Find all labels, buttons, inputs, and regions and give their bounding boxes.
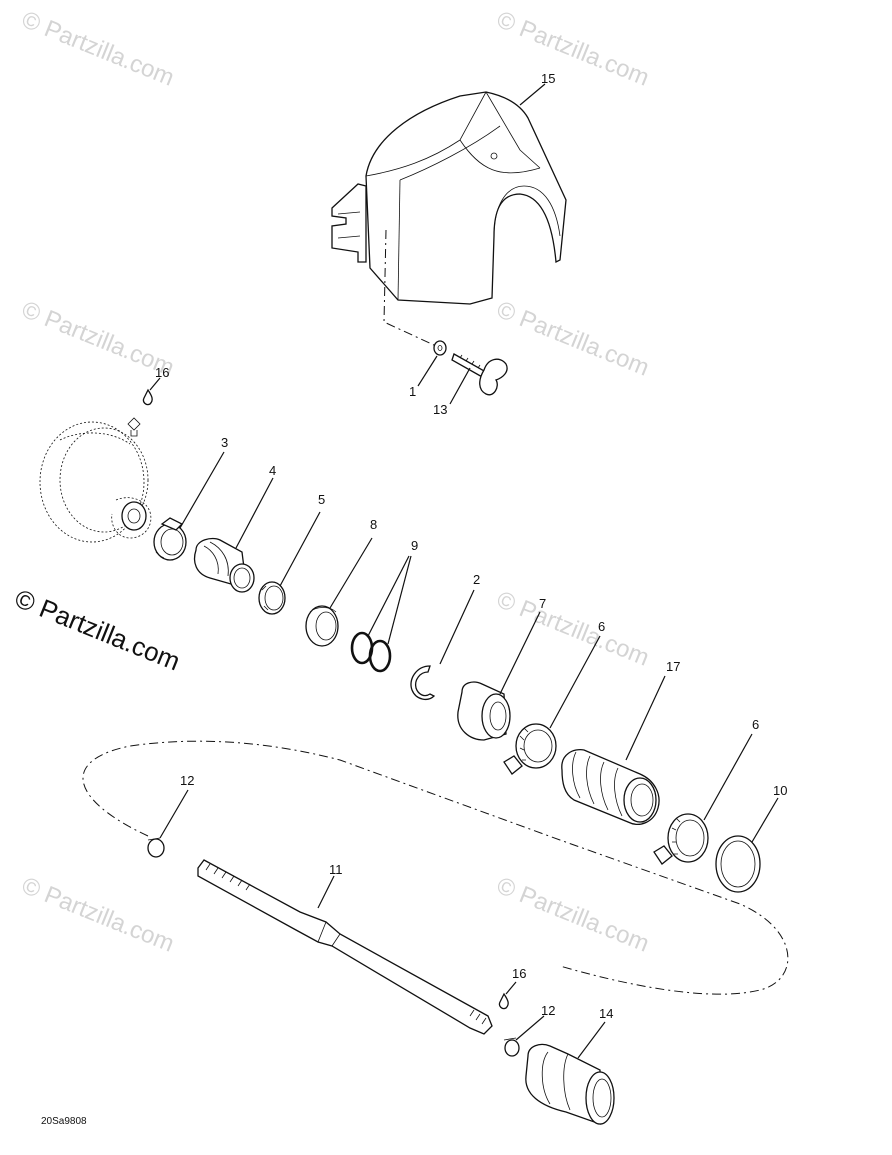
leader-line	[549, 635, 601, 729]
leader-line	[519, 83, 546, 106]
part-6-clamp	[653, 813, 709, 865]
part-8-bushing	[305, 605, 339, 647]
callout-7: 7	[539, 596, 546, 611]
leader-line	[179, 451, 225, 529]
part-15-cover	[331, 91, 567, 305]
callout-4: 4	[269, 463, 276, 478]
part-12-plug	[147, 837, 165, 858]
part-14-sleeve	[525, 1043, 615, 1125]
leader-line	[159, 789, 189, 839]
part-3-clamp	[153, 517, 187, 561]
part-12-plug	[503, 1037, 520, 1057]
part-1-washer	[433, 340, 447, 356]
part-13-wing-bolt	[451, 353, 508, 396]
part-4-boot	[193, 537, 255, 593]
leader-line	[505, 981, 517, 995]
leader-line	[577, 1021, 606, 1059]
part-10-ring	[715, 835, 761, 893]
leader-line	[449, 367, 471, 405]
part-2-circlip	[410, 665, 436, 701]
leader-line	[625, 675, 666, 761]
leader-line	[499, 611, 541, 695]
leader-line	[387, 555, 412, 645]
drawing-code: 20Sa9808	[41, 1116, 87, 1127]
callout-17: 17	[666, 659, 680, 674]
callout-12: 12	[180, 773, 194, 788]
part-6-clamp	[503, 723, 557, 775]
grease-icon	[498, 992, 509, 1010]
grease-icon	[142, 388, 153, 406]
leader-line	[279, 511, 321, 587]
leader-line	[149, 377, 161, 391]
grease-fitting	[127, 417, 141, 437]
callout-8: 8	[370, 517, 377, 532]
callout-14: 14	[599, 1006, 613, 1021]
pulley-phantom	[39, 421, 152, 543]
part-7-sleeve	[457, 681, 511, 741]
callout-6: 6	[752, 717, 759, 732]
leader-line	[417, 355, 438, 387]
callout-10: 10	[773, 783, 787, 798]
callout-11: 11	[329, 862, 343, 877]
leader-line	[329, 537, 373, 609]
assembly-line	[82, 740, 789, 995]
callout-6: 6	[598, 619, 605, 634]
leader-line	[317, 875, 335, 909]
callout-12: 12	[541, 1003, 555, 1018]
leader-line	[367, 555, 410, 637]
leader-line	[751, 797, 779, 843]
leader-line	[703, 733, 753, 821]
callout-15: 15	[541, 71, 555, 86]
callout-3: 3	[221, 435, 228, 450]
part-11-shaft	[197, 859, 493, 1035]
callout-16: 16	[512, 966, 526, 981]
callout-2: 2	[473, 572, 480, 587]
leader-line	[515, 1015, 545, 1041]
part-9-o-rings	[350, 631, 392, 673]
callout-1: 1	[409, 384, 416, 399]
leader-line	[439, 589, 475, 665]
callout-9: 9	[411, 538, 418, 553]
callout-16: 16	[155, 365, 169, 380]
callout-13: 13	[433, 402, 447, 417]
leader-line	[235, 477, 274, 549]
callout-5: 5	[318, 492, 325, 507]
part-5-clamp	[258, 581, 286, 615]
part-17-bellows	[561, 748, 660, 825]
